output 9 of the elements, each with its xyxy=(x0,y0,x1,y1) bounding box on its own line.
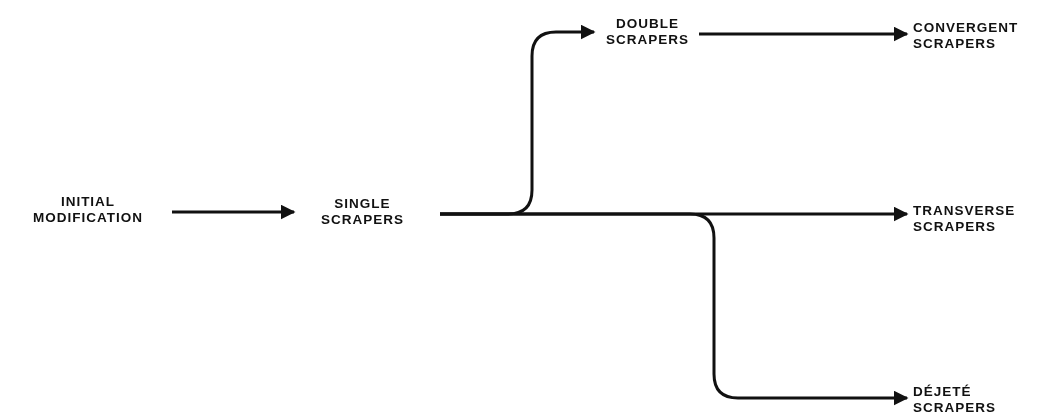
node-label: SINGLE SCRAPERS xyxy=(320,196,405,228)
arrow xyxy=(699,26,909,42)
arrow xyxy=(172,204,296,220)
node-label: DÉJETÉ SCRAPERS xyxy=(913,384,997,416)
arrow xyxy=(440,212,909,406)
node-label: TRANSVERSE SCRAPERS xyxy=(913,203,1017,235)
node-label: INITIAL MODIFICATION xyxy=(32,194,144,226)
node-label: CONVERGENT SCRAPERS xyxy=(913,20,1020,52)
node-label: DOUBLE SCRAPERS xyxy=(605,16,690,48)
